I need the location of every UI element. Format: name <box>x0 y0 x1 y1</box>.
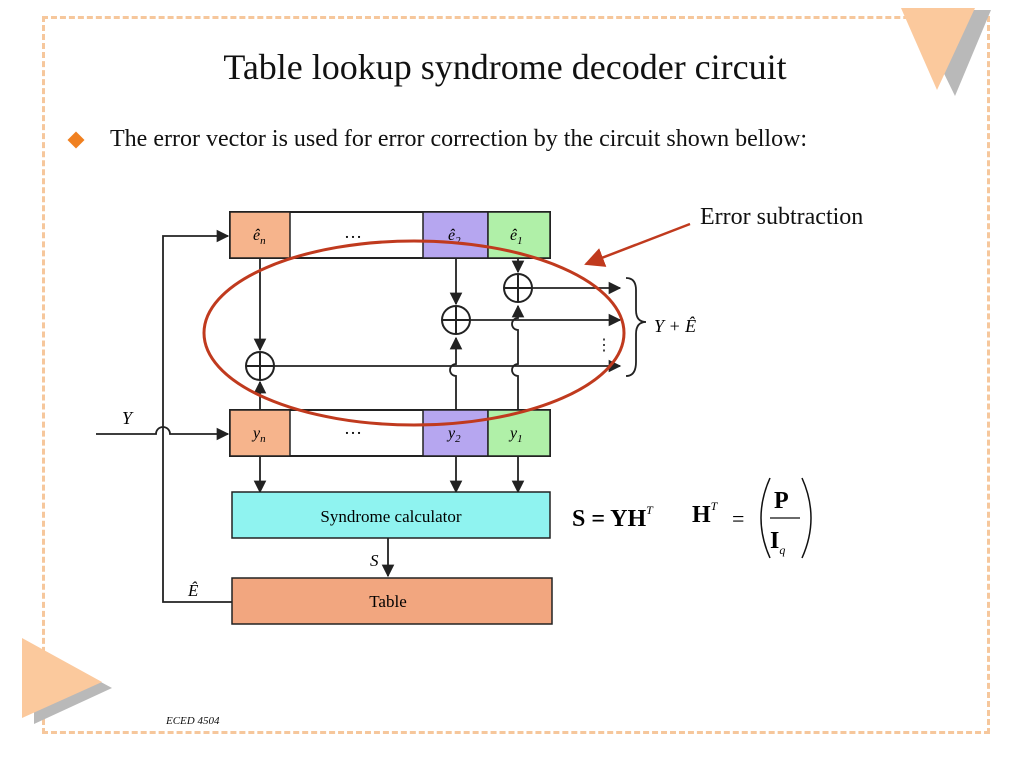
table-label: Table <box>369 592 407 611</box>
input-y-label: Y <box>122 408 134 428</box>
cell-e-1-label: ê1 <box>510 227 523 247</box>
slide-title: Table lookup syndrome decoder circuit <box>223 47 787 87</box>
parity-check-equation: HT = P Iq <box>692 477 812 559</box>
circuit-wires <box>96 229 647 603</box>
svg-text:P: P <box>774 488 789 514</box>
output-label: Y + Ê <box>654 315 696 336</box>
callout-label: Error subtraction <box>700 204 864 230</box>
cell-e-2 <box>422 211 489 259</box>
syndrome-calculator-box <box>231 491 551 539</box>
cell-y-1-label: y1 <box>508 425 523 445</box>
cell-e-1 <box>487 211 551 259</box>
syndrome-equation: S = YHT <box>572 503 654 532</box>
error-subtraction-ellipse <box>202 239 626 427</box>
cell-e-n-label: ên <box>253 227 266 247</box>
slide-border <box>42 16 990 734</box>
cell-y-2-label: y2 <box>446 425 461 445</box>
table-box <box>231 577 553 625</box>
s-label: S <box>370 551 379 570</box>
top-register: ên … ê2 ê1 <box>229 211 551 259</box>
cell-y-n-label: yn <box>251 425 266 445</box>
e-hat-label: Ê <box>187 581 199 600</box>
cell-e-dots: … <box>344 222 362 242</box>
syndrome-calculator-label: Syndrome calculator <box>320 507 461 526</box>
cell-y-n <box>229 409 291 457</box>
xor-adders <box>245 273 533 381</box>
output-dots: ⋮ <box>596 337 612 354</box>
corner-triangle-bottom-left <box>22 638 112 724</box>
svg-text:=: = <box>732 506 744 531</box>
callout-arrow <box>584 222 691 267</box>
svg-text:Iq: Iq <box>770 528 785 557</box>
footer-course-code: ECED 4504 <box>166 715 220 727</box>
corner-triangle-top-right <box>901 8 991 96</box>
bullet-text: The error vector is used for error corre… <box>110 126 808 152</box>
svg-text:HT: HT <box>692 499 719 528</box>
svg-text:S = YHT: S = YHT <box>572 503 654 532</box>
cell-e-2-label: ê2 <box>448 227 461 247</box>
